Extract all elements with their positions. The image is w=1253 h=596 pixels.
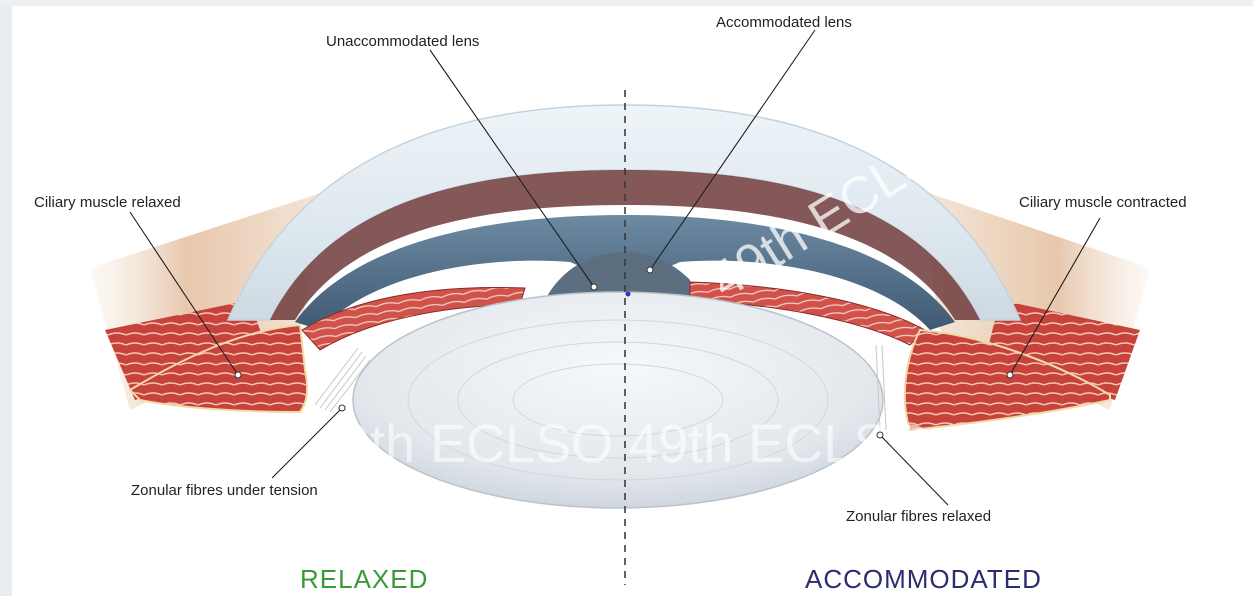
state-relaxed-title: RELAXED [300,564,428,594]
label-ciliary-contracted: Ciliary muscle contracted [1019,194,1187,211]
state-accommodated-title: ACCOMMODATED [805,564,1042,594]
label-ciliary-relaxed: Ciliary muscle relaxed [34,194,181,211]
center-watermark: 49th ECLSO 49th ECLSO [310,414,931,474]
label-zonular-tension: Zonular fibres under tension [131,482,318,499]
label-accommodated-lens: Accommodated lens [716,14,852,31]
top-border-strip [0,0,1253,6]
left-border-strip [0,0,12,596]
label-zonular-relaxed: Zonular fibres relaxed [846,508,991,525]
crystalline-lens [353,292,883,508]
center-marker-dot [626,292,631,297]
label-unaccommodated-lens: Unaccommodated lens [326,33,479,50]
